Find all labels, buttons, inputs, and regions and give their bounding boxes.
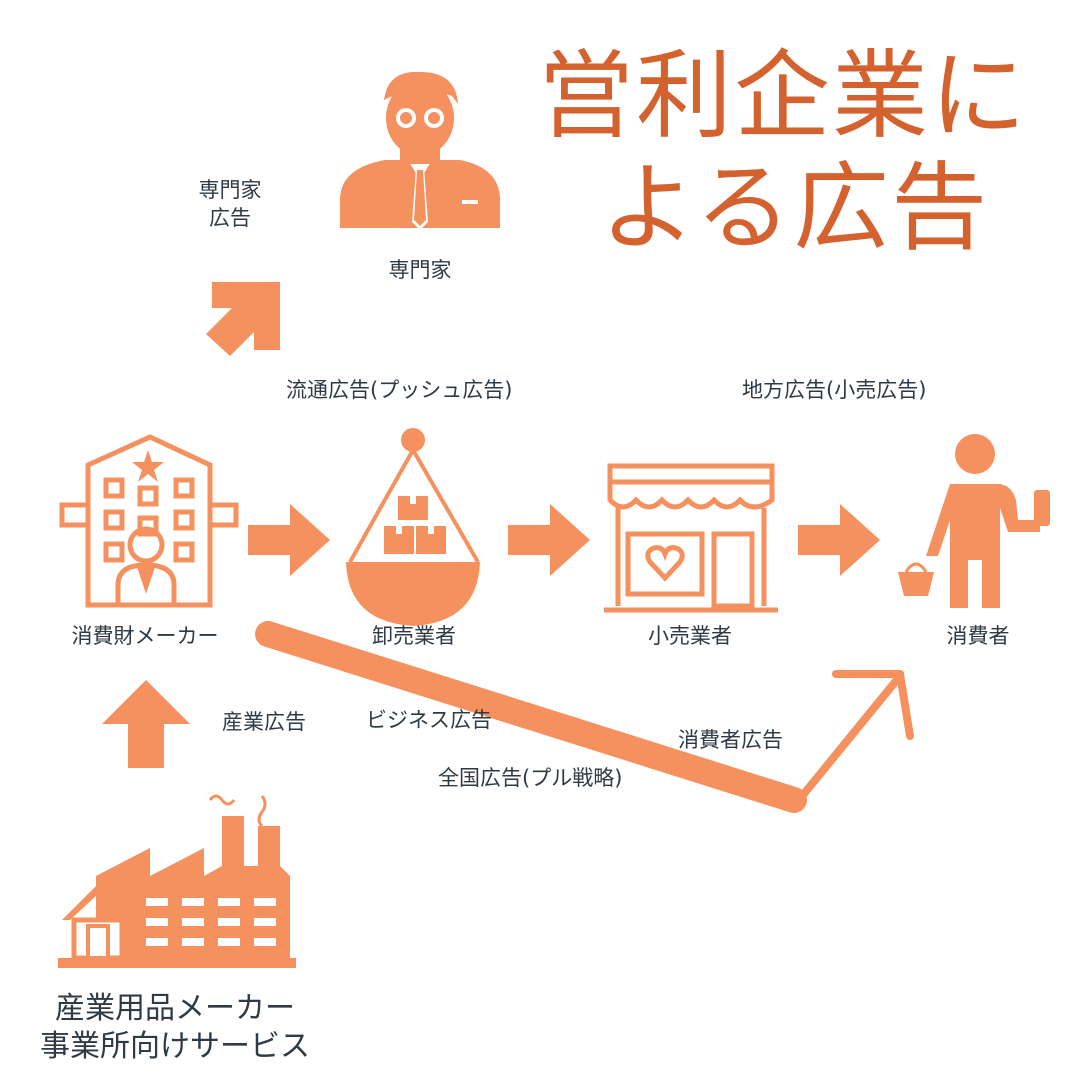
business-ad-label: ビジネス広告 (366, 708, 492, 732)
consumer-ad-label: 消費者広告 (678, 728, 783, 752)
consumer-goods-maker-label: 消費財メーカー (71, 624, 219, 648)
scale-boxes-icon (346, 428, 480, 626)
expert-ad-line-1: 専門家 (198, 178, 262, 202)
factory-icon (58, 794, 296, 968)
expert-ad-label: 専門家 広告 (180, 176, 280, 232)
consumer-label: 消費者 (946, 624, 1010, 648)
page-title: 営利企業に よる広告 (538, 40, 1068, 264)
office-building-icon (59, 434, 239, 608)
industrial-ad-label: 産業広告 (222, 710, 306, 734)
local-ad-label: 地方広告(小売広告) (742, 378, 927, 402)
national-ad-label: 全国広告(プル戦略) (438, 766, 623, 790)
shopper-icon (898, 434, 1050, 608)
title-line-1: 営利企業に (538, 40, 1028, 152)
industrial-maker-line-2: 事業所向けサービス (40, 1029, 310, 1064)
title-line-2: よる広告 (600, 152, 990, 264)
expert-label: 専門家 (388, 258, 452, 282)
arrow-right-icon (508, 504, 590, 576)
industrial-maker-line-1: 産業用品メーカー (55, 991, 295, 1026)
national-ad-arrow (255, 621, 914, 813)
arrow-up-icon (102, 680, 190, 768)
arrow-up-right-icon (206, 282, 280, 356)
arrow-right-icon (798, 504, 880, 576)
expert-ad-line-2: 広告 (209, 206, 251, 230)
arrow-right-icon (248, 504, 330, 576)
expert-icon (340, 71, 500, 230)
wholesaler-label: 卸売業者 (372, 624, 456, 648)
flow-arrows (248, 504, 880, 576)
store-icon (604, 463, 778, 613)
trade-ad-label: 流通広告(プッシュ広告) (286, 378, 513, 402)
retailer-label: 小売業者 (648, 624, 732, 648)
industrial-maker-label: 産業用品メーカー 事業所向けサービス (20, 990, 330, 1066)
